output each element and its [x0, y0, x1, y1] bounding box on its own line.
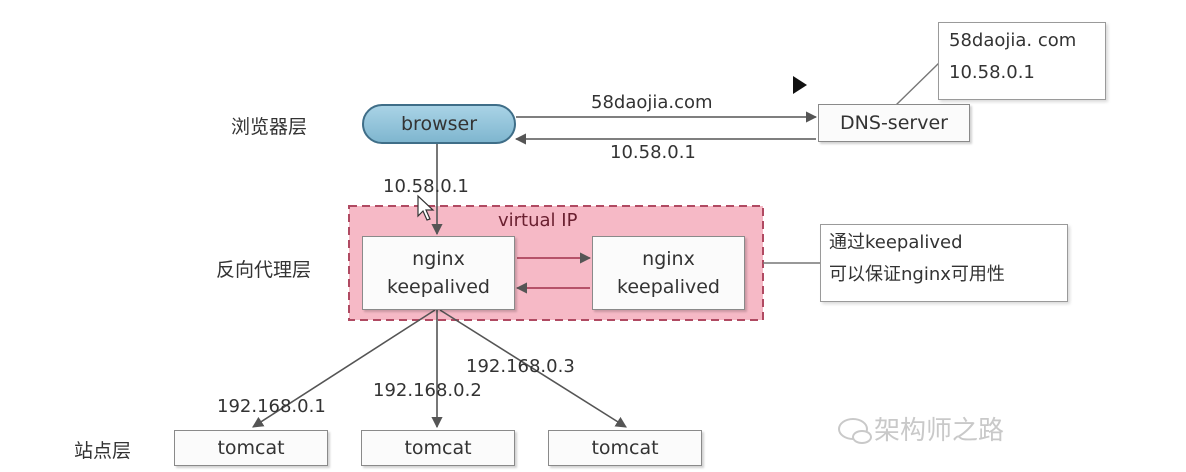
nginx-backup-node: nginx keepalived: [592, 236, 745, 310]
tomcat-node-1-label: tomcat: [217, 437, 285, 459]
site-layer-label: 站点层: [74, 440, 132, 462]
tomcat1-ip-label: 192.168.0.1: [217, 396, 326, 417]
dns-note-domain: 58daojia. com: [949, 30, 1077, 51]
keepalived-note-line2: 可以保证nginx可用性: [829, 264, 1005, 285]
tomcat-node-1: tomcat: [174, 430, 328, 466]
keepalived-note: 通过keepalived 可以保证nginx可用性: [820, 224, 1068, 302]
nginx-to-tomcat1-arrow: [252, 309, 436, 428]
tomcat-node-3: tomcat: [548, 430, 702, 466]
browser-node-label: browser: [400, 113, 478, 135]
tomcat-node-3-label: tomcat: [591, 437, 659, 459]
tomcat-node-2: tomcat: [361, 430, 515, 466]
dns-response-label: 10.58.0.1: [610, 142, 696, 163]
dns-note-ip: 10.58.0.1: [949, 62, 1035, 83]
tomcat-node-2-label: tomcat: [404, 437, 472, 459]
dns-request-label: 58daojia.com: [591, 92, 713, 113]
nginx-primary-line2: keepalived: [387, 276, 490, 298]
nginx-primary-node: nginx keepalived: [362, 236, 515, 310]
nginx-primary-line1: nginx: [412, 248, 465, 270]
watermark: 架构师之路: [838, 410, 1004, 447]
nginx-to-tomcat3-arrow: [439, 309, 627, 428]
dns-record-note: 58daojia. com 10.58.0.1: [938, 22, 1106, 100]
proxy-layer-label: 反向代理层: [216, 259, 312, 281]
tomcat3-ip-label: 192.168.0.3: [466, 356, 575, 377]
nginx-backup-line2: keepalived: [617, 276, 720, 298]
dns-server-node: DNS-server: [818, 104, 970, 142]
nginx-backup-line1: nginx: [642, 248, 695, 270]
virtual-ip-label: virtual IP: [498, 210, 578, 231]
browser-node: browser: [362, 104, 516, 144]
dns-server-label: DNS-server: [840, 112, 948, 134]
keepalived-note-line1: 通过keepalived: [829, 232, 963, 253]
vip-ip-label: 10.58.0.1: [383, 176, 469, 197]
browser-layer-label: 浏览器层: [231, 116, 308, 138]
tomcat2-ip-label: 192.168.0.2: [373, 380, 482, 401]
dns-note-connector: [895, 61, 941, 106]
play-icon[interactable]: [793, 76, 807, 94]
wechat-icon: [838, 417, 872, 444]
watermark-text: 架构师之路: [874, 416, 1005, 446]
mouse-cursor-icon: [417, 194, 435, 221]
